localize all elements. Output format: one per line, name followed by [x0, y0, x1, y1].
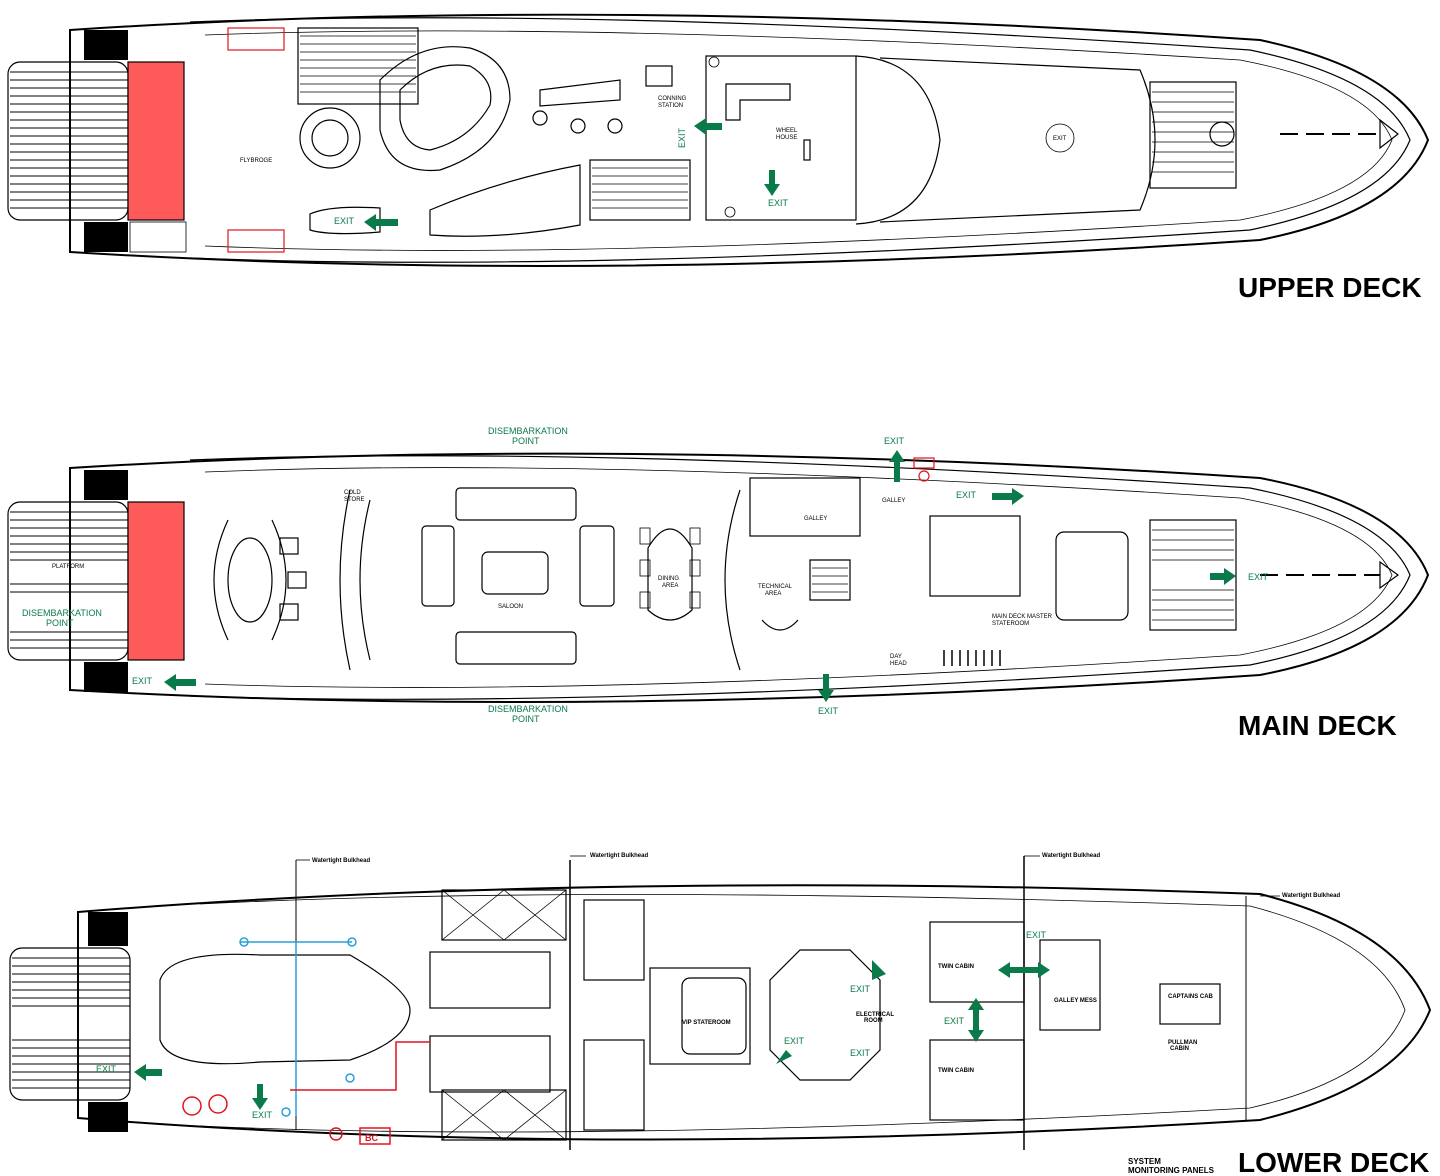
galley-small-label: GALLEY — [882, 498, 905, 504]
lower-exit-label-b: EXIT — [252, 1110, 273, 1120]
day-head-label-2: HEAD — [890, 661, 907, 667]
lower-deck: Watertight Bulkhead Watertight Bulkhead … — [9, 853, 1432, 1176]
day-head-label-1: DAY — [890, 654, 902, 660]
conning-label-2: STATION — [658, 103, 683, 109]
upper-deck: FLYBROGE CONNING STATION WHEEL HOUSE EXI… — [7, 13, 1430, 303]
galley-label: GALLEY — [804, 516, 827, 522]
upper-stern-platform — [7, 30, 187, 253]
main-deck: PLATFORM DISEMBARKATION POINT COLD STORE… — [7, 426, 1430, 741]
master-label-1: MAIN DECK MASTER — [992, 614, 1053, 620]
main-exit-label-e: EXIT — [132, 676, 153, 686]
dining-label-1: DINING — [658, 576, 679, 582]
disembark-bot-2: POINT — [512, 714, 540, 724]
upper-exit-label-b: EXIT — [768, 198, 789, 208]
main-stern-platform — [7, 470, 185, 692]
pullman-label-1: PULLMAN — [1168, 1040, 1197, 1046]
main-exit-label-b: EXIT — [956, 490, 977, 500]
conning-label-1: CONNING — [658, 96, 687, 102]
lower-stern-platform — [9, 912, 131, 1132]
lower-exit-label-d: EXIT — [850, 984, 871, 994]
technical-label-1: TECHNICAL — [758, 584, 793, 590]
vip-label: VIP STATEROOM — [682, 1020, 731, 1026]
side-disembark-2: POINT — [46, 618, 74, 628]
main-exit-label-a: EXIT — [884, 436, 905, 446]
main-deck-title: MAIN DECK — [1238, 710, 1397, 741]
disembark-top-1: DISEMBARKATION — [488, 426, 568, 436]
bulkhead-label-1: Watertight Bulkhead — [312, 858, 370, 864]
platform-label: PLATFORM — [52, 564, 84, 570]
dining-label-2: AREA — [662, 583, 678, 589]
electrical-label-2: ROOM — [864, 1018, 883, 1024]
system-label-1: SYSTEM — [1128, 1157, 1161, 1166]
galley-mess-label: GALLEY MESS — [1054, 998, 1097, 1004]
twin-cabin-label-1: TWIN CABIN — [938, 964, 974, 970]
lower-exit-label-c: EXIT — [784, 1036, 805, 1046]
main-exit-label-c: EXIT — [1248, 572, 1269, 582]
upper-exit-hatch: EXIT — [1053, 136, 1067, 142]
wheel-label-1: WHEEL — [776, 128, 798, 134]
pullman-label-2: CABIN — [1170, 1046, 1189, 1052]
cold-store-label-1: COLD — [344, 490, 361, 496]
bulkhead-label-2: Watertight Bulkhead — [590, 853, 648, 859]
main-exit-label-d: EXIT — [818, 706, 839, 716]
lower-exit-label-g: EXIT — [1026, 930, 1047, 940]
side-disembark-1: DISEMBARKATION — [22, 608, 102, 618]
saloon-label: SALOON — [498, 604, 523, 610]
flybridge-label: FLYBROGE — [240, 158, 272, 164]
upper-exit-label-a: EXIT — [677, 127, 687, 148]
lower-exit-label-e: EXIT — [850, 1048, 871, 1058]
bulkhead-label-4: Watertight Bulkhead — [1282, 893, 1340, 899]
disembark-bot-1: DISEMBARKATION — [488, 704, 568, 714]
captains-label: CAPTAINS CAB — [1168, 994, 1214, 1000]
upper-deck-title: UPPER DECK — [1238, 272, 1422, 303]
electrical-label-1: ELECTRICAL — [856, 1012, 894, 1018]
system-label-2: MONITORING PANELS — [1128, 1166, 1215, 1175]
bc-label: BC — [365, 1133, 378, 1143]
cold-store-label-2: STORE — [344, 497, 365, 503]
upper-exit-label-c: EXIT — [334, 216, 355, 226]
lower-exit-label-a: EXIT — [96, 1064, 117, 1074]
disembark-top-2: POINT — [512, 436, 540, 446]
master-label-2: STATEROOM — [992, 621, 1029, 627]
lower-deck-title: LOWER DECK — [1238, 1147, 1429, 1176]
lower-exit-label-f: EXIT — [944, 1016, 965, 1026]
twin-cabin-label-2: TWIN CABIN — [938, 1068, 974, 1074]
technical-label-2: AREA — [765, 591, 781, 597]
bulkhead-label-3: Watertight Bulkhead — [1042, 853, 1100, 859]
wheel-label-2: HOUSE — [776, 135, 797, 141]
